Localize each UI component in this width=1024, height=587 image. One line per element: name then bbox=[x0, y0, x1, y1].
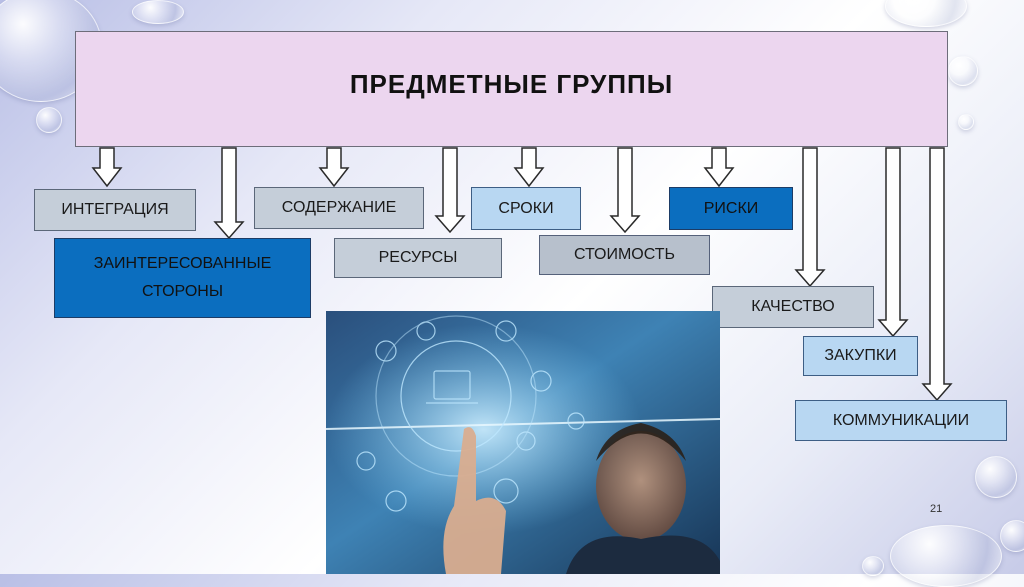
arrow-procurement bbox=[877, 147, 909, 338]
connector-arrows bbox=[91, 147, 953, 402]
group-cost: СТОИМОСТЬ bbox=[539, 235, 710, 275]
group-resources-label: РЕСУРСЫ bbox=[378, 249, 458, 266]
arrow-integration bbox=[91, 147, 123, 188]
group-content: СОДЕРЖАНИЕ bbox=[254, 187, 424, 229]
page-title: ПРЕДМЕТНЫЕ ГРУППЫ bbox=[349, 68, 674, 99]
group-schedule-label: СРОКИ bbox=[498, 199, 554, 217]
bubble-decoration bbox=[958, 114, 974, 130]
group-cost-label: СТОИМОСТЬ bbox=[573, 246, 676, 263]
arrow-schedule bbox=[513, 147, 545, 188]
arrow-content bbox=[318, 147, 350, 188]
group-stakeholders: ЗАИНТЕРЕСОВАННЫЕ СТОРОНЫ bbox=[54, 238, 311, 318]
bubble-decoration bbox=[36, 107, 62, 133]
group-quality-label: КАЧЕСТВО bbox=[751, 298, 835, 315]
arrow-cost bbox=[609, 147, 641, 234]
arrow-quality bbox=[794, 147, 826, 288]
bubble-decoration bbox=[948, 56, 978, 86]
bubble-decoration bbox=[132, 0, 184, 24]
bubble-decoration bbox=[975, 456, 1017, 498]
group-content-label: СОДЕРЖАНИЕ bbox=[281, 199, 397, 216]
arrow-stakeholders bbox=[213, 147, 245, 240]
group-procurement: ЗАКУПКИ bbox=[803, 336, 918, 376]
group-stakeholders-label-line1: ЗАИНТЕРЕСОВАННЫЕ bbox=[93, 255, 272, 272]
arrow-resources bbox=[434, 147, 466, 234]
tech-photo-illustration bbox=[326, 311, 720, 574]
group-schedule: СРОКИ bbox=[471, 187, 581, 230]
page-number: 21 bbox=[930, 503, 943, 515]
group-integration-label: ИНТЕГРАЦИЯ bbox=[61, 201, 169, 218]
group-quality: КАЧЕСТВО bbox=[712, 286, 874, 328]
group-risks: РИСКИ bbox=[669, 187, 793, 230]
group-stakeholders-label-line2: СТОРОНЫ bbox=[141, 283, 223, 300]
group-communications-label: КОММУНИКАЦИИ bbox=[832, 411, 970, 429]
group-procurement-label: ЗАКУПКИ bbox=[824, 347, 897, 364]
title-box: ПРЕДМЕТНЫЕ ГРУППЫ bbox=[75, 31, 948, 147]
arrow-risks bbox=[703, 147, 735, 188]
bubble-decoration bbox=[1000, 520, 1024, 552]
group-risks-label: РИСКИ bbox=[703, 199, 759, 217]
group-communications: КОММУНИКАЦИИ bbox=[795, 400, 1007, 441]
group-resources: РЕСУРСЫ bbox=[334, 238, 502, 278]
tech-photo bbox=[326, 311, 720, 574]
arrow-communications bbox=[921, 147, 953, 402]
group-integration: ИНТЕГРАЦИЯ bbox=[34, 189, 196, 231]
